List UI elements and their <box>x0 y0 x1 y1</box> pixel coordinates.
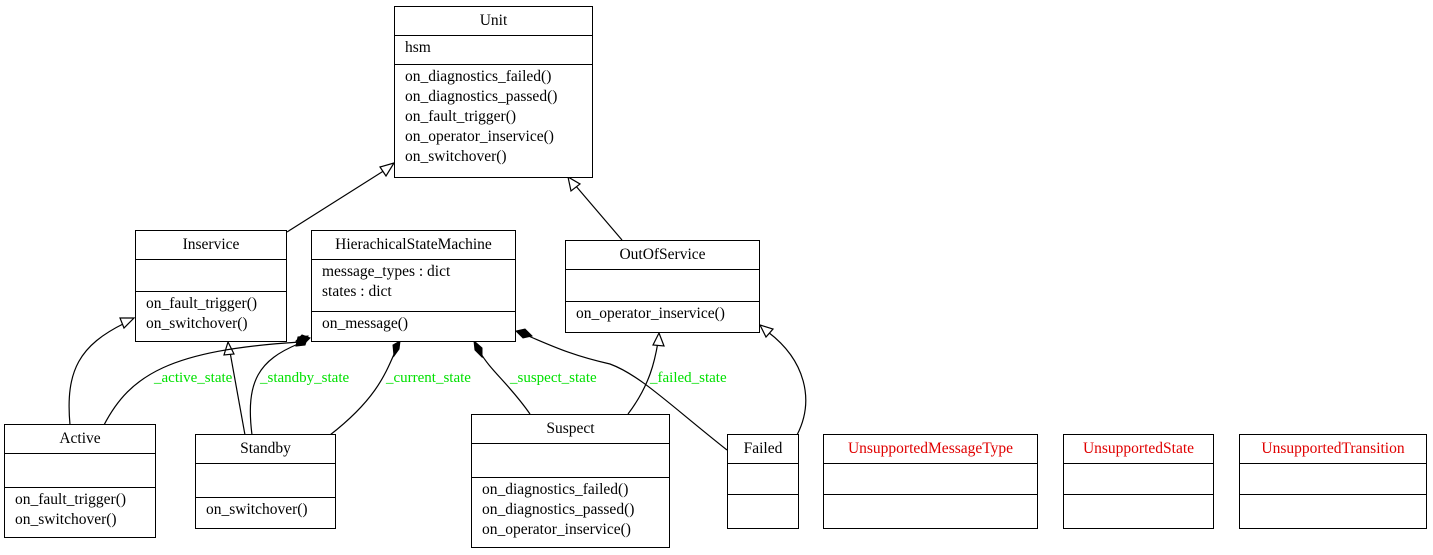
class-title: Unit <box>479 12 508 29</box>
method: on_diagnostics_failed() <box>482 481 629 498</box>
attributes-section <box>1064 463 1213 494</box>
inherit-standby-inservice <box>229 351 246 436</box>
attributes-section <box>472 443 669 477</box>
composition-diamond <box>515 328 533 339</box>
inherit-arrowhead <box>119 317 136 330</box>
method: on_fault_trigger() <box>146 295 258 312</box>
composition-diamond <box>473 339 483 359</box>
compose-suspect-hsm <box>479 351 531 415</box>
attributes-section <box>824 463 1037 494</box>
inherit-inservice-unit <box>286 169 386 233</box>
class-hierachical-state-machine: HierachicalStateMachine message_types : … <box>311 230 516 342</box>
edge-label-suspect-state: _suspect_state <box>510 370 597 386</box>
attributes-section: hsm <box>395 35 592 64</box>
method: on_switchover() <box>206 501 308 518</box>
edge-label-current-state: _current_state <box>386 370 471 386</box>
composition-diamond <box>392 340 401 358</box>
attributes-section <box>136 259 286 291</box>
inherit-arrowhead <box>223 340 235 356</box>
class-title: UnsupportedTransition <box>1261 440 1405 457</box>
class-outofservice: OutOfService on_operator_inservice() <box>565 240 760 333</box>
class-title: OutOfService <box>619 246 706 263</box>
method: on_fault_trigger() <box>15 491 127 508</box>
composition-diamond <box>295 335 309 347</box>
class-unsupported-message-type: UnsupportedMessageType <box>823 434 1038 529</box>
inherit-arrowhead <box>758 324 775 339</box>
class-failed: Failed <box>727 434 799 529</box>
class-title: HierachicalStateMachine <box>335 236 492 253</box>
method: on_operator_inservice() <box>482 521 631 538</box>
methods-section: on_diagnostics_failed() on_diagnostics_p… <box>395 64 592 169</box>
method: on_diagnostics_passed() <box>482 501 635 518</box>
inherit-outofservice-unit <box>574 184 623 241</box>
attributes-section <box>196 463 335 497</box>
class-title: Active <box>59 430 101 447</box>
inherit-suspect-outofservice <box>627 341 659 415</box>
class-standby: Standby on_switchover() <box>195 434 336 529</box>
inherit-arrowhead <box>379 161 396 178</box>
class-title: Failed <box>743 440 783 457</box>
class-suspect: Suspect on_diagnostics_failed() on_diagn… <box>471 414 670 548</box>
methods-section <box>1064 494 1213 526</box>
method: on_fault_trigger() <box>405 108 517 125</box>
class-title: Suspect <box>546 420 595 437</box>
edge-label-standby-state: _standby_state <box>260 370 350 386</box>
attribute: hsm <box>405 39 431 56</box>
methods-section <box>728 494 798 526</box>
attributes-section <box>728 463 798 494</box>
inherit-arrowhead <box>567 175 582 193</box>
class-title: UnsupportedMessageType <box>847 440 1014 457</box>
class-active: Active on_fault_trigger() on_switchover(… <box>4 424 156 538</box>
method: on_message() <box>322 315 409 332</box>
method: on_diagnostics_failed() <box>405 68 552 85</box>
attributes-section <box>1240 463 1426 494</box>
inherit-arrowhead <box>652 331 665 347</box>
method: on_switchover() <box>15 511 117 528</box>
class-unsupported-state: UnsupportedState <box>1063 434 1214 529</box>
attributes-section <box>5 453 155 487</box>
methods-section: on_diagnostics_failed() on_diagnostics_p… <box>472 477 669 542</box>
methods-section: on_fault_trigger() on_switchover() <box>5 487 155 532</box>
compose-active-hsm <box>103 341 301 426</box>
method: on_switchover() <box>146 315 248 332</box>
class-unsupported-transition: UnsupportedTransition <box>1239 434 1427 529</box>
class-unit: Unit hsm on_diagnostics_failed() on_diag… <box>394 6 593 178</box>
methods-section <box>1240 494 1426 526</box>
edge-label-failed-state: _failed_state <box>650 370 727 386</box>
class-inservice: Inservice on_fault_trigger() on_switchov… <box>135 230 287 342</box>
methods-section: on_fault_trigger() on_switchover() <box>136 291 286 336</box>
compose-failed-hsm <box>525 334 728 451</box>
methods-section: on_operator_inservice() <box>566 301 759 326</box>
compose-standby-hsm <box>249 343 299 436</box>
method: on_operator_inservice() <box>405 128 554 145</box>
class-title: Standby <box>240 440 291 457</box>
methods-section: on_message() <box>312 311 515 336</box>
class-title: Inservice <box>182 236 240 253</box>
edge-label-active-state: _active_state <box>154 370 233 386</box>
compose-current-hsm <box>329 351 396 436</box>
attributes-section <box>566 269 759 301</box>
inherit-active-inservice <box>68 322 126 426</box>
attribute: message_types : dict <box>322 263 451 280</box>
methods-section: on_switchover() <box>196 497 335 522</box>
attributes-section: message_types : dict states : dict <box>312 259 515 311</box>
methods-section <box>824 494 1037 526</box>
method: on_operator_inservice() <box>576 305 725 322</box>
class-title: UnsupportedState <box>1082 440 1195 457</box>
method: on_diagnostics_passed() <box>405 88 558 105</box>
method: on_switchover() <box>405 148 507 165</box>
attribute: states : dict <box>322 283 392 300</box>
inherit-failed-outofservice <box>767 331 807 436</box>
